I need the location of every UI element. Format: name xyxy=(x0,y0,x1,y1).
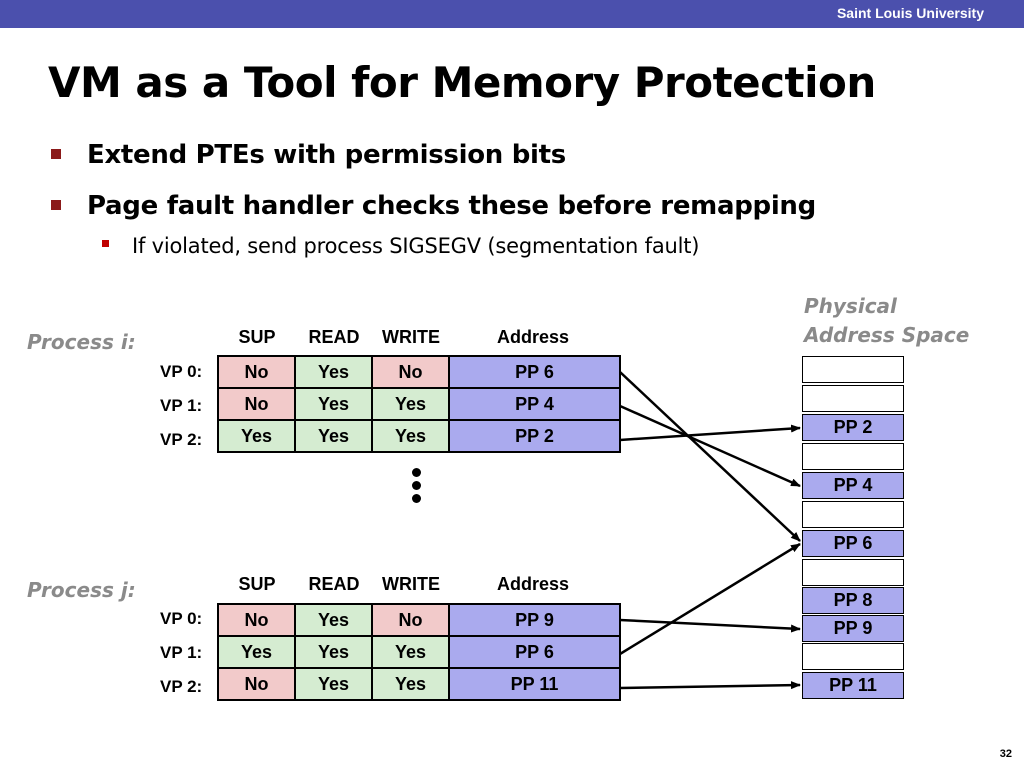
ellipsis-dots xyxy=(412,468,421,507)
pte-table-process-j: No Yes No PP 9 Yes Yes Yes PP 6 No Yes Y… xyxy=(217,603,621,701)
physical-page-pp9: PP 9 xyxy=(802,615,904,642)
physical-page-slot xyxy=(802,559,904,586)
bullet-marker xyxy=(51,200,61,210)
bullet-2-text: Page fault handler checks these before r… xyxy=(87,191,816,221)
page-number: 32 xyxy=(999,748,1012,760)
arrow-j-vp1-to-pp6 xyxy=(619,542,801,656)
write-cell: Yes xyxy=(371,635,450,669)
table-row: No Yes No PP 9 xyxy=(217,603,621,637)
col-header-address: Address xyxy=(496,327,570,347)
sup-cell: Yes xyxy=(217,635,296,669)
write-cell: No xyxy=(371,355,450,389)
physical-page-slot xyxy=(802,643,904,670)
physical-address-space-title: Physical Address Space xyxy=(804,292,969,350)
read-cell: Yes xyxy=(294,419,373,453)
sup-cell: No xyxy=(217,387,296,421)
sup-cell: Yes xyxy=(217,419,296,453)
table-row: No Yes Yes PP 4 xyxy=(217,387,621,421)
sup-cell: No xyxy=(217,603,296,637)
physical-page-slot xyxy=(802,356,904,383)
read-cell: Yes xyxy=(294,635,373,669)
physical-page-pp11: PP 11 xyxy=(802,672,904,699)
bullet-2: Page fault handler checks these before r… xyxy=(51,191,816,221)
address-cell: PP 2 xyxy=(448,419,621,453)
arrow-i-vp2-to-pp2 xyxy=(619,424,801,442)
physical-page-pp6: PP 6 xyxy=(802,530,904,557)
sub-bullet-1: If violated, send process SIGSEGV (segme… xyxy=(102,234,700,258)
col-header-write: WRITE xyxy=(382,327,440,347)
address-cell: PP 9 xyxy=(448,603,621,637)
col-header-sup: SUP xyxy=(238,574,276,594)
vp-label: VP 2: xyxy=(160,677,203,696)
physical-title-line-1: Physical xyxy=(804,294,897,318)
address-cell: PP 11 xyxy=(448,667,621,701)
sub-bullet-marker xyxy=(102,240,109,247)
read-cell: Yes xyxy=(294,387,373,421)
write-cell: Yes xyxy=(371,419,450,453)
sup-cell: No xyxy=(217,355,296,389)
physical-page-pp4: PP 4 xyxy=(802,472,904,499)
table-row: No Yes Yes PP 11 xyxy=(217,667,621,701)
table-row: Yes Yes Yes PP 6 xyxy=(217,635,621,669)
address-cell: PP 6 xyxy=(448,635,621,669)
bullet-1-text: Extend PTEs with permission bits xyxy=(87,140,566,170)
read-cell: Yes xyxy=(294,355,373,389)
process-j-label: Process j: xyxy=(27,578,136,602)
physical-title-line-2: Address Space xyxy=(804,323,970,347)
col-header-sup: SUP xyxy=(238,327,276,347)
vp-label: VP 0: xyxy=(160,362,203,381)
vp-label: VP 2: xyxy=(160,430,203,449)
arrow-j-vp2-to-pp11 xyxy=(619,681,801,690)
col-header-read: READ xyxy=(308,327,360,347)
university-name: Saint Louis University xyxy=(836,5,984,21)
physical-page-slot xyxy=(802,385,904,412)
sub-bullet-1-text: If violated, send process SIGSEGV (segme… xyxy=(132,234,700,258)
sup-cell: No xyxy=(217,667,296,701)
physical-page-slot xyxy=(802,443,904,470)
slide-title: VM as a Tool for Memory Protection xyxy=(48,58,876,107)
arrow-j-vp0-to-pp9 xyxy=(619,618,801,633)
address-cell: PP 6 xyxy=(448,355,621,389)
write-cell: Yes xyxy=(371,387,450,421)
bullet-1: Extend PTEs with permission bits xyxy=(51,140,566,170)
top-bar: Saint Louis University xyxy=(0,0,1024,28)
table-row: Yes Yes Yes PP 2 xyxy=(217,419,621,453)
physical-page-pp2: PP 2 xyxy=(802,414,904,441)
vp-label: VP 1: xyxy=(160,643,203,662)
physical-page-slot xyxy=(802,501,904,528)
address-cell: PP 4 xyxy=(448,387,621,421)
col-header-read: READ xyxy=(308,574,360,594)
physical-page-pp8: PP 8 xyxy=(802,587,904,614)
col-header-write: WRITE xyxy=(382,574,440,594)
read-cell: Yes xyxy=(294,667,373,701)
process-i-label: Process i: xyxy=(27,330,136,354)
vp-label: VP 1: xyxy=(160,396,203,415)
col-header-address: Address xyxy=(496,574,570,594)
arrow-i-vp0-to-pp6 xyxy=(619,371,801,542)
read-cell: Yes xyxy=(294,603,373,637)
vp-label: VP 0: xyxy=(160,609,203,628)
bullet-marker xyxy=(51,149,61,159)
arrow-i-vp1-to-pp4 xyxy=(619,404,801,488)
table-row: No Yes No PP 6 xyxy=(217,355,621,389)
write-cell: Yes xyxy=(371,667,450,701)
write-cell: No xyxy=(371,603,450,637)
pte-table-process-i: No Yes No PP 6 No Yes Yes PP 4 Yes Yes Y… xyxy=(217,355,621,453)
